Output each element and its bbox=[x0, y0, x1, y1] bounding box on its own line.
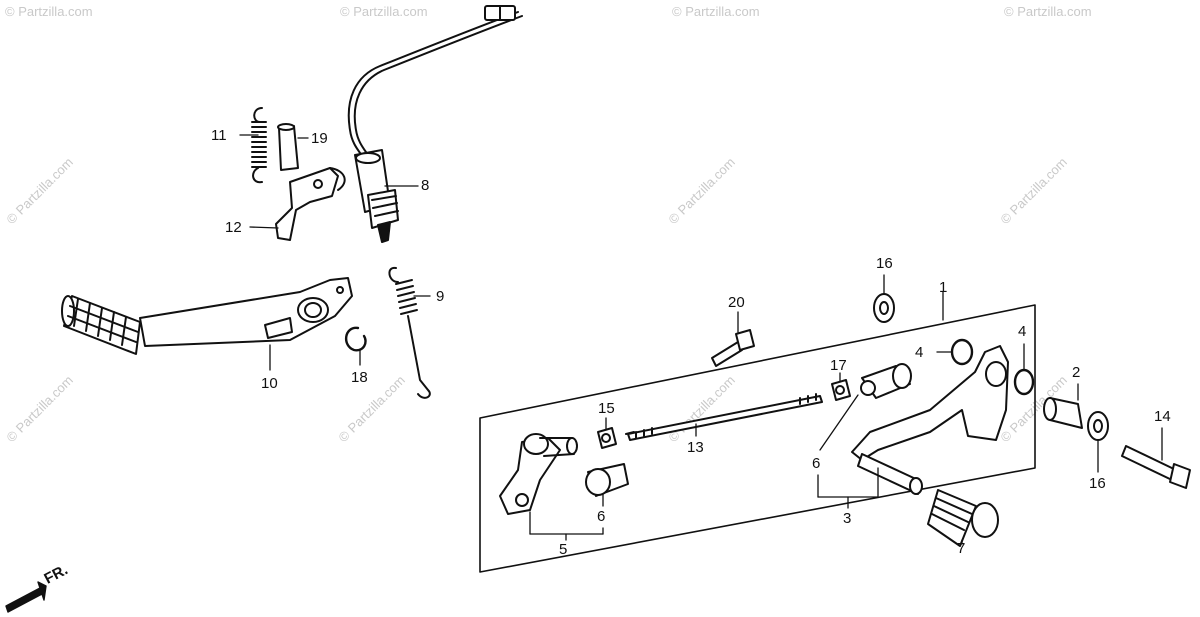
part-label-16-right: 16 bbox=[1089, 475, 1106, 492]
part-label-6-right: 6 bbox=[812, 455, 821, 472]
tie-rod-13 bbox=[625, 393, 823, 441]
bolt-20 bbox=[711, 329, 755, 367]
pedal-rubber-7 bbox=[927, 489, 999, 547]
part-label-2: 2 bbox=[1072, 364, 1081, 381]
bolt-14 bbox=[1121, 445, 1191, 489]
bracket-12 bbox=[275, 167, 346, 241]
part-label-15: 15 bbox=[598, 400, 615, 417]
part-label-1: 1 bbox=[939, 279, 948, 296]
part-label-5: 5 bbox=[559, 541, 568, 558]
part-label-19: 19 bbox=[311, 130, 328, 147]
part-label-16-top: 16 bbox=[876, 255, 893, 272]
collar-19 bbox=[277, 123, 299, 171]
clip-18 bbox=[345, 326, 367, 352]
pedal-rubber bbox=[61, 295, 141, 355]
part-label-10: 10 bbox=[261, 375, 278, 392]
part-label-9: 9 bbox=[436, 288, 445, 305]
part-label-7: 7 bbox=[957, 540, 966, 557]
part-label-17: 17 bbox=[830, 357, 847, 374]
part-label-3: 3 bbox=[843, 510, 852, 527]
shift-arm-5 bbox=[499, 433, 578, 515]
ball-joint-6-upper bbox=[860, 363, 912, 399]
shift-pedal-10 bbox=[139, 277, 353, 347]
watermark: © Partzilla.com bbox=[672, 4, 760, 19]
washer-16-top bbox=[873, 293, 895, 323]
watermark: © Partzilla.com bbox=[340, 4, 428, 19]
part-label-11: 11 bbox=[211, 127, 227, 144]
front-direction-arrow bbox=[5, 581, 47, 613]
part-label-13: 13 bbox=[687, 439, 704, 456]
part-label-18: 18 bbox=[351, 369, 368, 386]
part-label-8: 8 bbox=[421, 177, 430, 194]
part-label-12: 12 bbox=[225, 219, 242, 236]
washer-16-right bbox=[1087, 411, 1109, 441]
spring-9 bbox=[388, 266, 431, 399]
washer-4-left bbox=[950, 338, 974, 366]
nut-17 bbox=[831, 379, 851, 401]
bracket-arm-3 bbox=[851, 345, 1009, 495]
leader-lines bbox=[239, 134, 1163, 545]
assembly-outline bbox=[479, 304, 1036, 573]
part-label-14: 14 bbox=[1154, 408, 1171, 425]
neutral-switch-cable bbox=[347, 5, 523, 243]
part-label-20: 20 bbox=[728, 294, 745, 311]
part-label-4-right: 4 bbox=[1018, 323, 1027, 340]
watermark: © Partzilla.com bbox=[1004, 4, 1092, 19]
ball-joint-6-lower bbox=[585, 463, 629, 497]
part-label-6-left: 6 bbox=[597, 508, 606, 525]
nut-15 bbox=[597, 427, 617, 449]
spring-11 bbox=[251, 107, 267, 184]
watermark: © Partzilla.com bbox=[5, 4, 93, 19]
bushing-2 bbox=[1043, 397, 1083, 429]
part-label-4-left: 4 bbox=[915, 344, 924, 361]
washer-4-right bbox=[1013, 368, 1035, 396]
